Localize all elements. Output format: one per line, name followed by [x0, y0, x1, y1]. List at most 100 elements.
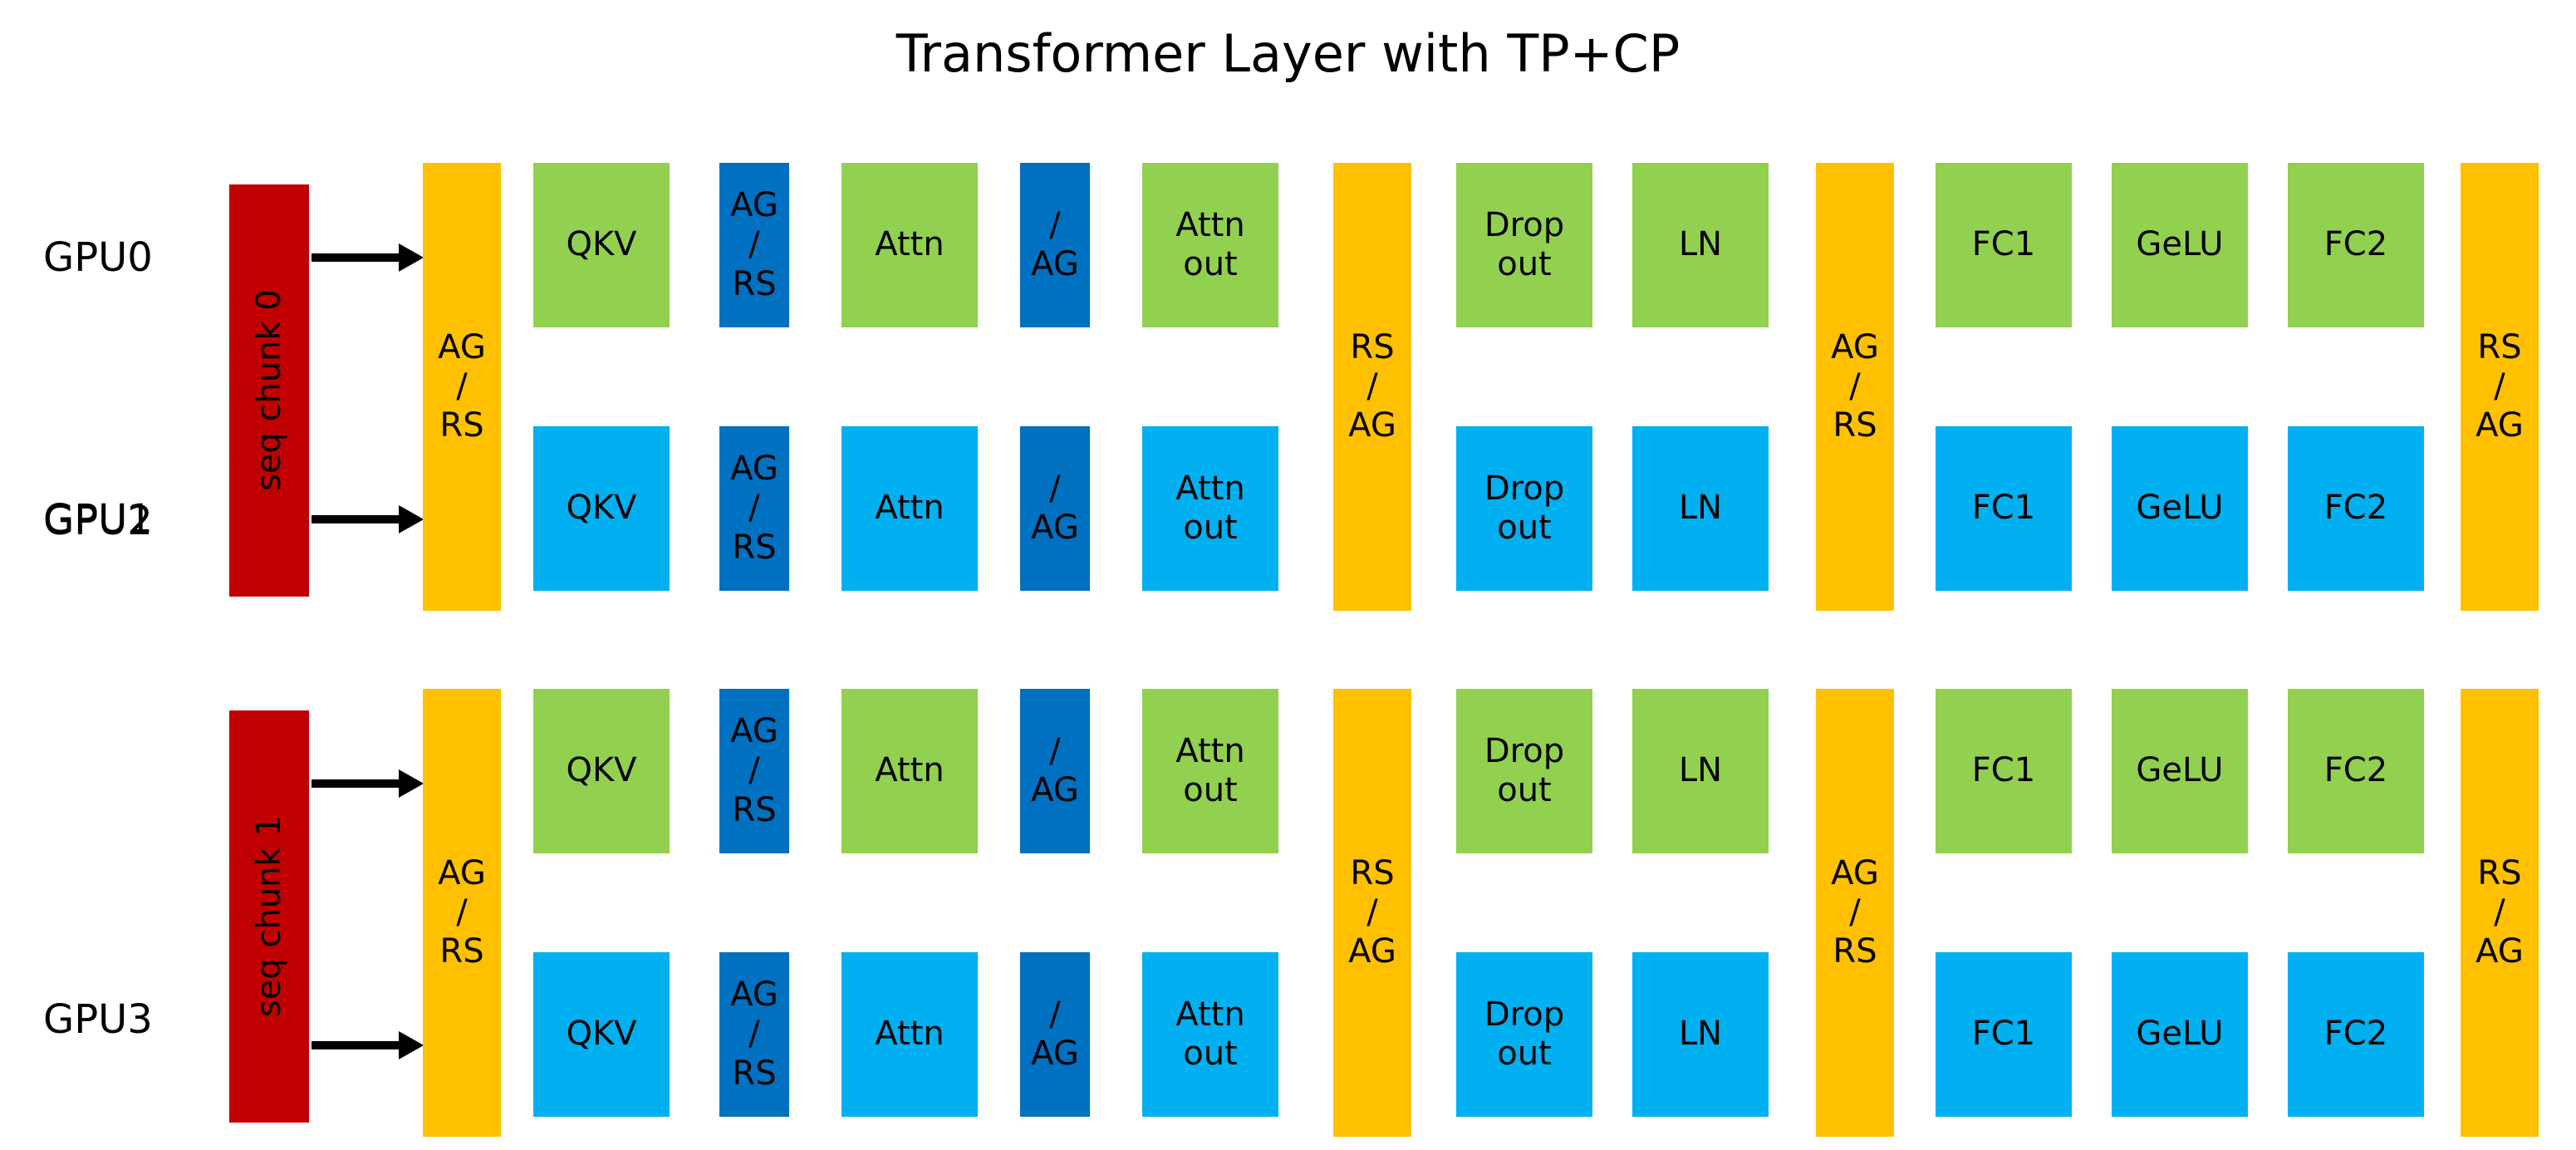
block-gpu0-cp-agrs: AG / RS: [719, 163, 789, 327]
arrow-chunk0-to-gpu0: [312, 243, 424, 272]
gpu-label-gpu0: GPU0: [43, 234, 153, 281]
block-gpu1-qkv: QKV: [533, 426, 670, 591]
block-label-cp-ag: / AG: [1031, 995, 1079, 1073]
block-label-gelu: GeLU: [2136, 225, 2224, 264]
arrow-chunk1-to-gpu2: [312, 769, 424, 798]
block-label-attn: Attn: [875, 489, 945, 528]
comm-mlp-agrs-group0: AG / RS: [1816, 163, 1894, 611]
block-label-cp-ag: / AG: [1031, 731, 1079, 809]
block-gpu0-gelu: GeLU: [2112, 163, 2248, 327]
block-gpu0-cp-ag: / AG: [1020, 163, 1090, 327]
comm-attn-rsag-label: RS / AG: [1348, 327, 1396, 445]
arrow-chunk1-to-gpu3: [312, 1031, 424, 1059]
block-label-attn-out: Attn out: [1175, 205, 1245, 283]
block-label-fc1: FC1: [1971, 1015, 2036, 1054]
block-gpu2-gelu: GeLU: [2112, 689, 2248, 853]
block-gpu1-gelu: GeLU: [2112, 426, 2248, 591]
block-gpu3-attn: Attn: [841, 952, 978, 1117]
seq-chunk-1-box: seq chunk 1: [229, 710, 309, 1123]
comm-input-agrs-group1: AG / RS: [423, 689, 501, 1137]
block-label-dropout: Drop out: [1484, 205, 1565, 283]
block-gpu0-ln: LN: [1632, 163, 1769, 327]
block-label-ln: LN: [1678, 751, 1723, 790]
block-gpu2-dropout: Drop out: [1456, 689, 1592, 853]
block-gpu2-cp-ag: / AG: [1020, 689, 1090, 853]
block-label-attn: Attn: [875, 225, 945, 264]
block-gpu3-attn-out: Attn out: [1142, 952, 1278, 1117]
comm-input-agrs-label: AG / RS: [438, 327, 486, 445]
block-label-gelu: GeLU: [2136, 751, 2224, 790]
comm-input-agrs-label: AG / RS: [438, 853, 486, 971]
block-label-qkv: QKV: [566, 489, 637, 528]
block-gpu3-fc1: FC1: [1936, 952, 2072, 1117]
block-label-attn-out: Attn out: [1175, 469, 1245, 547]
arrow-chunk0-to-gpu1: [312, 505, 424, 533]
block-label-cp-agrs: AG / RS: [730, 712, 778, 829]
block-gpu1-ln: LN: [1632, 426, 1769, 591]
comm-attn-rsag-label: RS / AG: [1348, 853, 1396, 971]
block-label-fc1: FC1: [1971, 225, 2036, 264]
comm-attn-rsag-group1: RS / AG: [1333, 689, 1411, 1137]
block-label-dropout: Drop out: [1484, 731, 1565, 809]
block-gpu3-ln: LN: [1632, 952, 1769, 1117]
block-label-attn-out: Attn out: [1175, 995, 1245, 1073]
block-gpu2-cp-agrs: AG / RS: [719, 689, 789, 853]
block-label-gelu: GeLU: [2136, 1015, 2224, 1054]
block-gpu2-ln: LN: [1632, 689, 1769, 853]
block-gpu2-qkv: QKV: [533, 689, 670, 853]
comm-mlp-agrs-group1: AG / RS: [1816, 689, 1894, 1137]
block-label-cp-agrs: AG / RS: [730, 976, 778, 1093]
block-gpu3-cp-ag: / AG: [1020, 952, 1090, 1117]
block-label-qkv: QKV: [566, 751, 637, 790]
block-gpu1-cp-ag: / AG: [1020, 426, 1090, 591]
block-gpu0-fc1: FC1: [1936, 163, 2072, 327]
block-gpu2-fc1: FC1: [1936, 689, 2072, 853]
comm-output-rsag-group0: RS / AG: [2461, 163, 2539, 611]
block-gpu1-fc2: FC2: [2288, 426, 2424, 591]
comm-attn-rsag-group0: RS / AG: [1333, 163, 1411, 611]
block-gpu0-qkv: QKV: [533, 163, 670, 327]
comm-output-rsag-label: RS / AG: [2475, 327, 2524, 445]
block-gpu3-gelu: GeLU: [2112, 952, 2248, 1117]
block-gpu0-attn: Attn: [841, 163, 978, 327]
block-label-cp-agrs: AG / RS: [730, 186, 778, 303]
block-label-fc2: FC2: [2323, 489, 2388, 528]
block-gpu1-dropout: Drop out: [1456, 426, 1592, 591]
block-gpu0-attn-out: Attn out: [1142, 163, 1278, 327]
comm-output-rsag-label: RS / AG: [2475, 853, 2524, 971]
block-label-fc2: FC2: [2323, 751, 2388, 790]
block-label-fc2: FC2: [2323, 225, 2388, 264]
seq-chunk-0-label: seq chunk 0: [249, 289, 288, 492]
block-gpu1-attn-out: Attn out: [1142, 426, 1278, 591]
block-gpu3-cp-agrs: AG / RS: [719, 952, 789, 1117]
seq-chunk-1-label: seq chunk 1: [249, 815, 288, 1018]
comm-mlp-agrs-label: AG / RS: [1831, 853, 1879, 971]
block-label-ln: LN: [1678, 225, 1723, 264]
block-gpu1-attn: Attn: [841, 426, 978, 591]
block-gpu3-dropout: Drop out: [1456, 952, 1592, 1117]
gpu-label-gpu2: GPU2: [43, 498, 153, 544]
block-gpu1-cp-agrs: AG / RS: [719, 426, 789, 591]
block-gpu0-fc2: FC2: [2288, 163, 2424, 327]
block-gpu1-fc1: FC1: [1936, 426, 2072, 591]
comm-output-rsag-group1: RS / AG: [2461, 689, 2539, 1137]
block-gpu3-qkv: QKV: [533, 952, 670, 1117]
block-gpu0-dropout: Drop out: [1456, 163, 1592, 327]
block-gpu2-attn-out: Attn out: [1142, 689, 1278, 853]
block-gpu2-fc2: FC2: [2288, 689, 2424, 853]
block-label-qkv: QKV: [566, 1015, 637, 1054]
block-label-cp-ag: / AG: [1031, 469, 1079, 547]
block-label-attn-out: Attn out: [1175, 731, 1245, 809]
block-label-dropout: Drop out: [1484, 995, 1565, 1073]
gpu-label-gpu1: GPU1: [43, 496, 153, 543]
block-label-fc2: FC2: [2323, 1015, 2388, 1054]
block-label-ln: LN: [1678, 1015, 1723, 1054]
page-title: Transformer Layer with TP+CP: [895, 23, 1681, 84]
comm-mlp-agrs-label: AG / RS: [1831, 327, 1879, 445]
block-gpu2-attn: Attn: [841, 689, 978, 853]
gpu-label-gpu3: GPU3: [43, 996, 153, 1043]
block-label-fc1: FC1: [1971, 751, 2036, 790]
block-label-cp-agrs: AG / RS: [730, 450, 778, 567]
block-label-gelu: GeLU: [2136, 489, 2224, 528]
